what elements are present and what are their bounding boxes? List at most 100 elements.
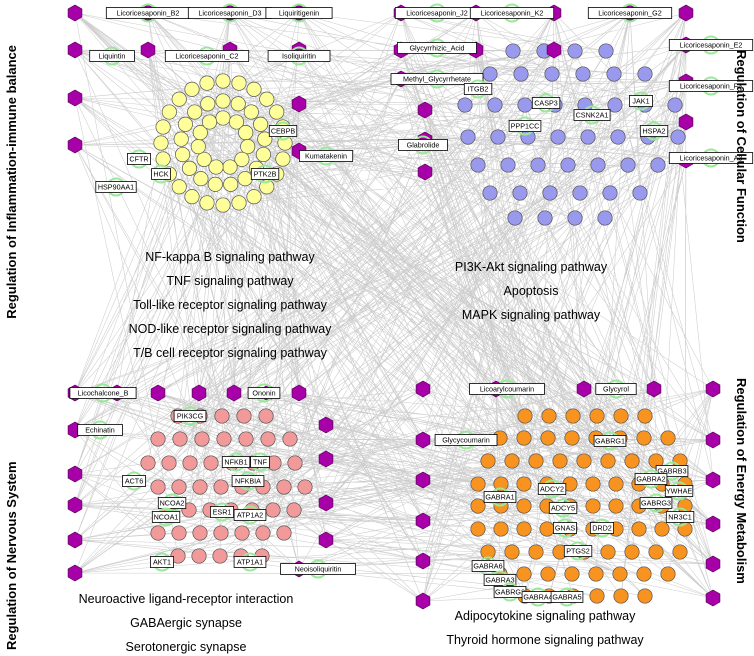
- gene-node-nervous: [276, 479, 292, 495]
- gene-node-inflammation: [192, 125, 208, 141]
- gene-node-inflammation: [215, 73, 231, 89]
- gene-label: PIK3CG: [173, 410, 207, 422]
- compound-label: Licochalcone_B: [69, 387, 137, 399]
- gene-node-inflammation: [153, 135, 169, 151]
- compound-node: [705, 515, 721, 533]
- gene-node-nervous: [171, 525, 187, 541]
- gene-node-cellular: [567, 43, 583, 59]
- section-title-cellular: Regulation of Cellular Function: [734, 50, 749, 243]
- svg-text:GABRA1: GABRA1: [485, 493, 514, 502]
- compound-node: [67, 531, 83, 549]
- compound-node: [415, 380, 431, 398]
- pathways-inflammation: NF-kappa B signaling pathway TNF signali…: [129, 250, 333, 360]
- gene-node-energy: [648, 544, 664, 560]
- gene-node-energy: [624, 544, 640, 560]
- svg-text:Liquintin: Liquintin: [99, 52, 126, 61]
- compound-node: [415, 552, 431, 570]
- svg-text:Glabrolide: Glabrolide: [407, 141, 440, 150]
- gene-node-energy: [541, 408, 557, 424]
- compound-node: [67, 89, 83, 107]
- gene-node-inflammation: [243, 104, 259, 120]
- gene-node-nervous: [191, 548, 207, 564]
- gene-node-cellular: [650, 157, 666, 173]
- gene-node-inflammation: [201, 114, 218, 130]
- svg-text:PIK3CG: PIK3CG: [177, 412, 204, 421]
- compound-node: [705, 471, 721, 489]
- pathway-label: Neuroactive ligand-receptor interaction: [79, 592, 294, 606]
- gene-label: PTK2B: [250, 168, 280, 180]
- svg-text:Licoricesaponin_C2: Licoricesaponin_C2: [175, 52, 238, 61]
- gene-node-inflammation: [181, 160, 198, 176]
- gene-node-cellular: [505, 43, 521, 59]
- gene-node-energy: [585, 476, 601, 492]
- gene-node-cellular: [460, 129, 476, 145]
- gene-node-inflammation: [231, 75, 247, 91]
- gene-node-inflammation: [240, 139, 256, 155]
- svg-text:Licoricesaponin_D3: Licoricesaponin_D3: [198, 9, 261, 18]
- gene-node-inflammation: [237, 171, 253, 187]
- gene-node-cellular: [457, 97, 473, 113]
- gene-node-cellular: [632, 185, 648, 201]
- svg-text:Licoricesaponin_B2: Licoricesaponin_B2: [117, 9, 180, 18]
- gene-label: GABRG3: [639, 497, 673, 509]
- gene-node-inflammation: [171, 91, 187, 107]
- svg-text:Glycyrol: Glycyrol: [603, 385, 629, 394]
- pathways-energy: Adipocytokine signaling pathway Thyroid …: [446, 609, 644, 647]
- gene-node-cellular: [482, 66, 498, 82]
- gene-node-inflammation: [177, 116, 193, 132]
- gene-node-energy: [672, 544, 688, 560]
- svg-text:GABRA3: GABRA3: [485, 576, 514, 585]
- gene-node-inflammation: [259, 91, 275, 107]
- gene-label: NR3C1: [665, 511, 695, 523]
- compound-node: [415, 431, 431, 449]
- gene-node-energy: [516, 566, 532, 582]
- compound-label: Echinatin: [77, 424, 123, 436]
- svg-text:HCK: HCK: [153, 170, 168, 179]
- gene-node-energy: [600, 453, 616, 469]
- compound-label: Liquiritigenin: [265, 7, 333, 19]
- gene-node-inflammation: [215, 197, 231, 213]
- gene-node-cellular: [598, 43, 614, 59]
- svg-text:JAK1: JAK1: [632, 97, 649, 106]
- gene-node-nervous: [234, 525, 250, 541]
- svg-text:Licoricesaponin_J2: Licoricesaponin_J2: [406, 9, 468, 18]
- svg-text:Licoricesaponin_A3: Licoricesaponin_A3: [680, 154, 743, 163]
- gene-node-cellular: [602, 185, 618, 201]
- gene-node-nervous: [282, 431, 298, 447]
- gene-node-energy: [660, 430, 676, 446]
- compound-label: Glycyrrhizic_Acid: [396, 42, 477, 54]
- svg-text:Licoricesaponin_G2: Licoricesaponin_G2: [598, 9, 662, 18]
- svg-text:GABRA4: GABRA4: [523, 593, 552, 602]
- gene-node-energy: [470, 498, 486, 514]
- gene-node-cellular: [482, 185, 498, 201]
- gene-node-inflammation: [196, 151, 212, 167]
- gene-node-energy: [588, 566, 604, 582]
- svg-text:Ononin: Ononin: [252, 389, 275, 398]
- gene-label: PPP1CC: [508, 120, 542, 132]
- gene-node-inflammation: [238, 125, 254, 141]
- edge-layer: [74, 12, 714, 602]
- gene-node-inflammation: [228, 114, 245, 130]
- interaction-edges: [74, 12, 714, 602]
- compound-label: Licoarylcoumarin: [469, 383, 545, 395]
- gene-label: ITGB2: [463, 83, 493, 95]
- gene-node-inflammation: [208, 159, 224, 175]
- gene-node-inflammation: [200, 96, 216, 112]
- gene-node-cellular: [530, 157, 546, 173]
- gene-node-energy: [516, 430, 532, 446]
- gene-node-inflammation: [257, 131, 273, 147]
- gene-node-inflammation: [175, 146, 191, 163]
- svg-text:GABRA6: GABRA6: [473, 562, 502, 571]
- gene-node-nervous: [214, 408, 230, 424]
- gene-label: GABRA4: [521, 591, 555, 603]
- gene-label: ADCY5: [548, 502, 578, 514]
- svg-text:Licochalcone_B: Licochalcone_B: [78, 389, 129, 398]
- compound-node: [191, 384, 207, 402]
- gene-label: GABRG1: [593, 435, 627, 447]
- gene-node-energy: [564, 430, 580, 446]
- gene-label: NFKB1: [221, 456, 251, 468]
- gene-node-inflammation: [246, 81, 262, 97]
- svg-text:Licoarylcoumarin: Licoarylcoumarin: [480, 385, 534, 394]
- compound-label: Licoricesaponin_K2: [469, 7, 555, 19]
